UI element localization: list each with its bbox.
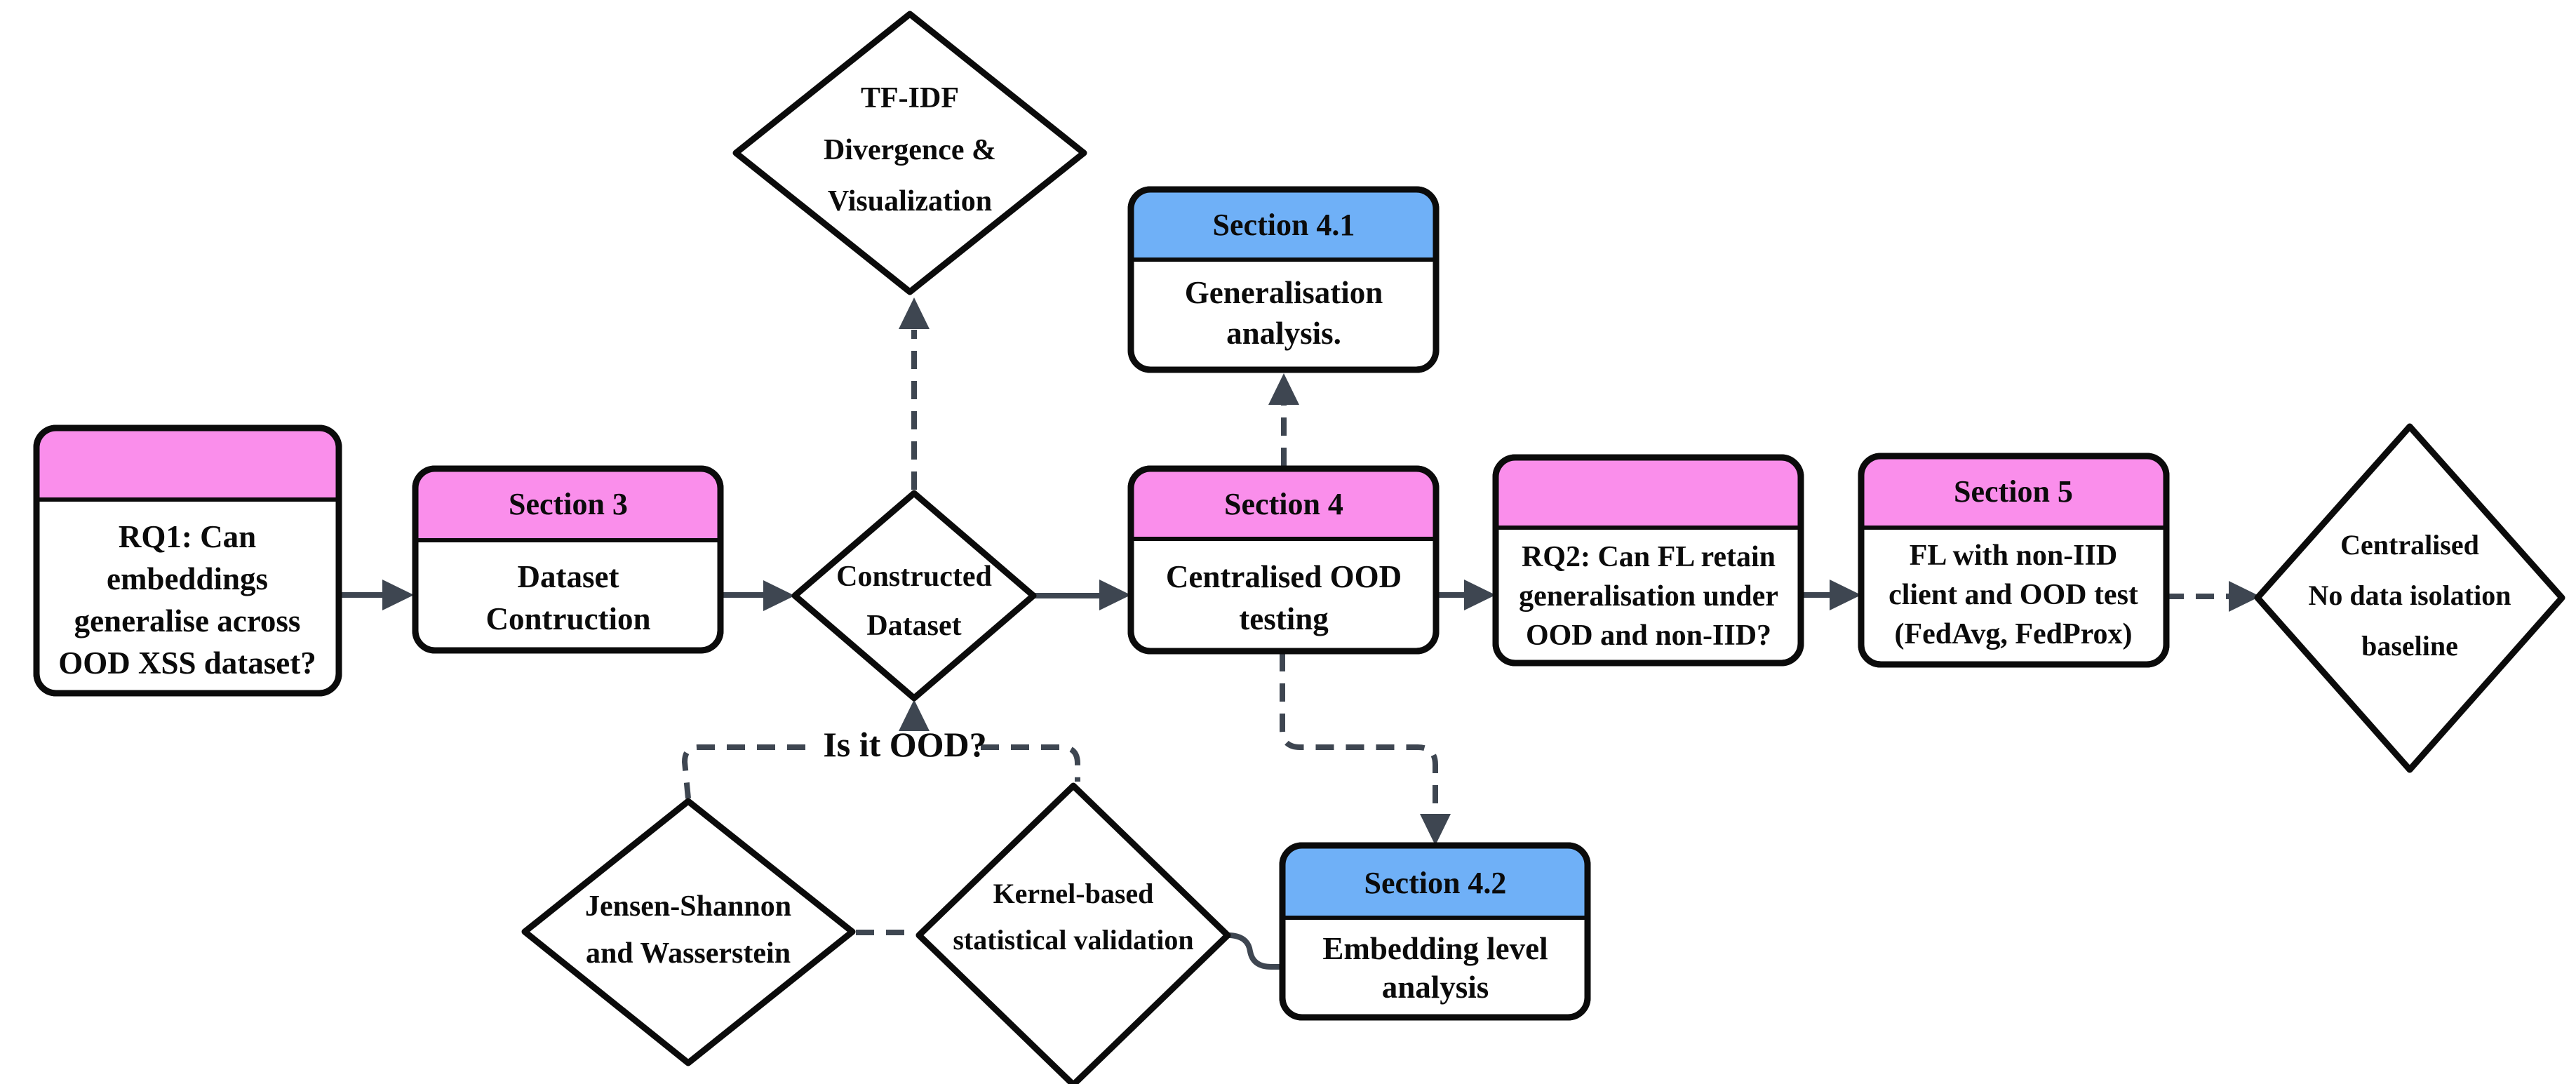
constructed-line: Dataset	[866, 610, 961, 642]
section42-header-band	[1282, 845, 1588, 918]
arrow-section5-to-centralised	[2166, 581, 2260, 612]
rq2-line: RQ2: Can FL retain	[1522, 541, 1776, 573]
constructed-line: Constructed	[836, 561, 992, 593]
section41-header-label: Section 4.1	[1213, 208, 1355, 242]
jensen-line: and Wasserstein	[586, 937, 791, 970]
rq1-line: embeddings	[107, 561, 268, 596]
node-section5: Section 5 FL with non-IID client and OOD…	[1858, 453, 2170, 668]
node-section4: Section 4 Centralised OOD testing	[1127, 465, 1440, 655]
section4-line: testing	[1239, 601, 1329, 636]
label-is-it-ood: Is it OOD?	[823, 725, 986, 764]
section3-header-label: Section 3	[509, 487, 628, 521]
tfidf-line: Divergence &	[824, 134, 996, 166]
arrow-constructed-to-section4	[1033, 580, 1131, 610]
section5-header-label: Section 5	[1954, 474, 2073, 509]
arrow-constructed-to-tfidf	[899, 297, 930, 490]
arrow-rq1-to-section3	[339, 580, 414, 610]
section41-line: analysis.	[1226, 316, 1341, 351]
node-rq1: RQ1: Can embeddings generalise across OO…	[33, 424, 342, 697]
section4-header-band	[1131, 469, 1436, 539]
rq2-line: generalisation under	[1519, 580, 1778, 613]
section42-line: Embedding level	[1322, 931, 1548, 966]
arrow-oodlabel-to-constructed	[899, 700, 930, 731]
section42-line: analysis	[1382, 970, 1489, 1005]
section4-header-label: Section 4	[1224, 487, 1343, 521]
kernel-line: statistical validation	[953, 924, 1193, 956]
arrow-rq2-to-section5	[1801, 580, 1861, 610]
is-it-ood-text: Is it OOD?	[823, 725, 986, 764]
node-jensen-shannon-diamond: Jensen-Shannon and Wasserstein	[521, 798, 856, 1066]
centralised-line: Centralised	[2340, 529, 2479, 561]
section5-line: (FedAvg, FedProx)	[1894, 618, 2132, 650]
arrow-section4-to-rq2	[1436, 580, 1496, 610]
node-centralised-diamond: Centralised No data isolation baseline	[2254, 423, 2565, 773]
jensen-line: Jensen-Shannon	[585, 890, 791, 923]
node-section42: Section 4.2 Embedding level analysis	[1279, 842, 1591, 1021]
tfidf-line: TF-IDF	[861, 82, 959, 114]
rq2-line: OOD and non-IID?	[1526, 620, 1771, 652]
centralised-line: No data isolation	[2309, 580, 2511, 611]
centralised-line: baseline	[2361, 630, 2458, 662]
connector-oodlabel-to-jensen	[681, 744, 805, 799]
node-section3: Section 3 Dataset Contruction	[412, 465, 724, 654]
section3-line: Dataset	[518, 559, 619, 594]
node-section41: Section 4.1 Generalisation analysis.	[1127, 186, 1440, 373]
tfidf-line: Visualization	[828, 185, 992, 218]
section5-line: client and OOD test	[1889, 579, 2138, 611]
section42-header-label: Section 4.2	[1364, 866, 1507, 900]
rq1-line: RQ1: Can	[119, 519, 256, 554]
connector-oodlabel-to-kernel	[981, 744, 1080, 782]
section5-header-band	[1861, 456, 2166, 528]
arrow-section4-to-section42	[1280, 653, 1451, 845]
rq2-header-band	[1496, 457, 1801, 528]
section3-line: Contruction	[486, 601, 651, 636]
section41-header-band	[1131, 189, 1436, 260]
arrow-section3-to-constructed	[720, 580, 795, 611]
section41-line: Generalisation	[1185, 275, 1383, 310]
rq1-header-band	[36, 428, 339, 500]
connector-kernel-to-section42	[1228, 932, 1284, 970]
section5-line: FL with non-IID	[1910, 540, 2117, 572]
rq1-line: generalise across	[74, 603, 301, 638]
arrow-section4-to-section41	[1268, 373, 1299, 466]
kernel-line: Kernel-based	[993, 878, 1154, 909]
node-tfidf-diamond: TF-IDF Divergence & Visualization	[732, 11, 1087, 295]
node-rq2: RQ2: Can FL retain generalisation under …	[1492, 454, 1804, 667]
section3-header-band	[415, 469, 720, 540]
node-kernel-diamond: Kernel-based statistical validation	[915, 782, 1231, 1084]
rq1-line: OOD XSS dataset?	[58, 645, 316, 681]
section4-line: Centralised OOD	[1166, 559, 1402, 594]
node-constructed-diamond: Constructed Dataset	[791, 490, 1037, 702]
